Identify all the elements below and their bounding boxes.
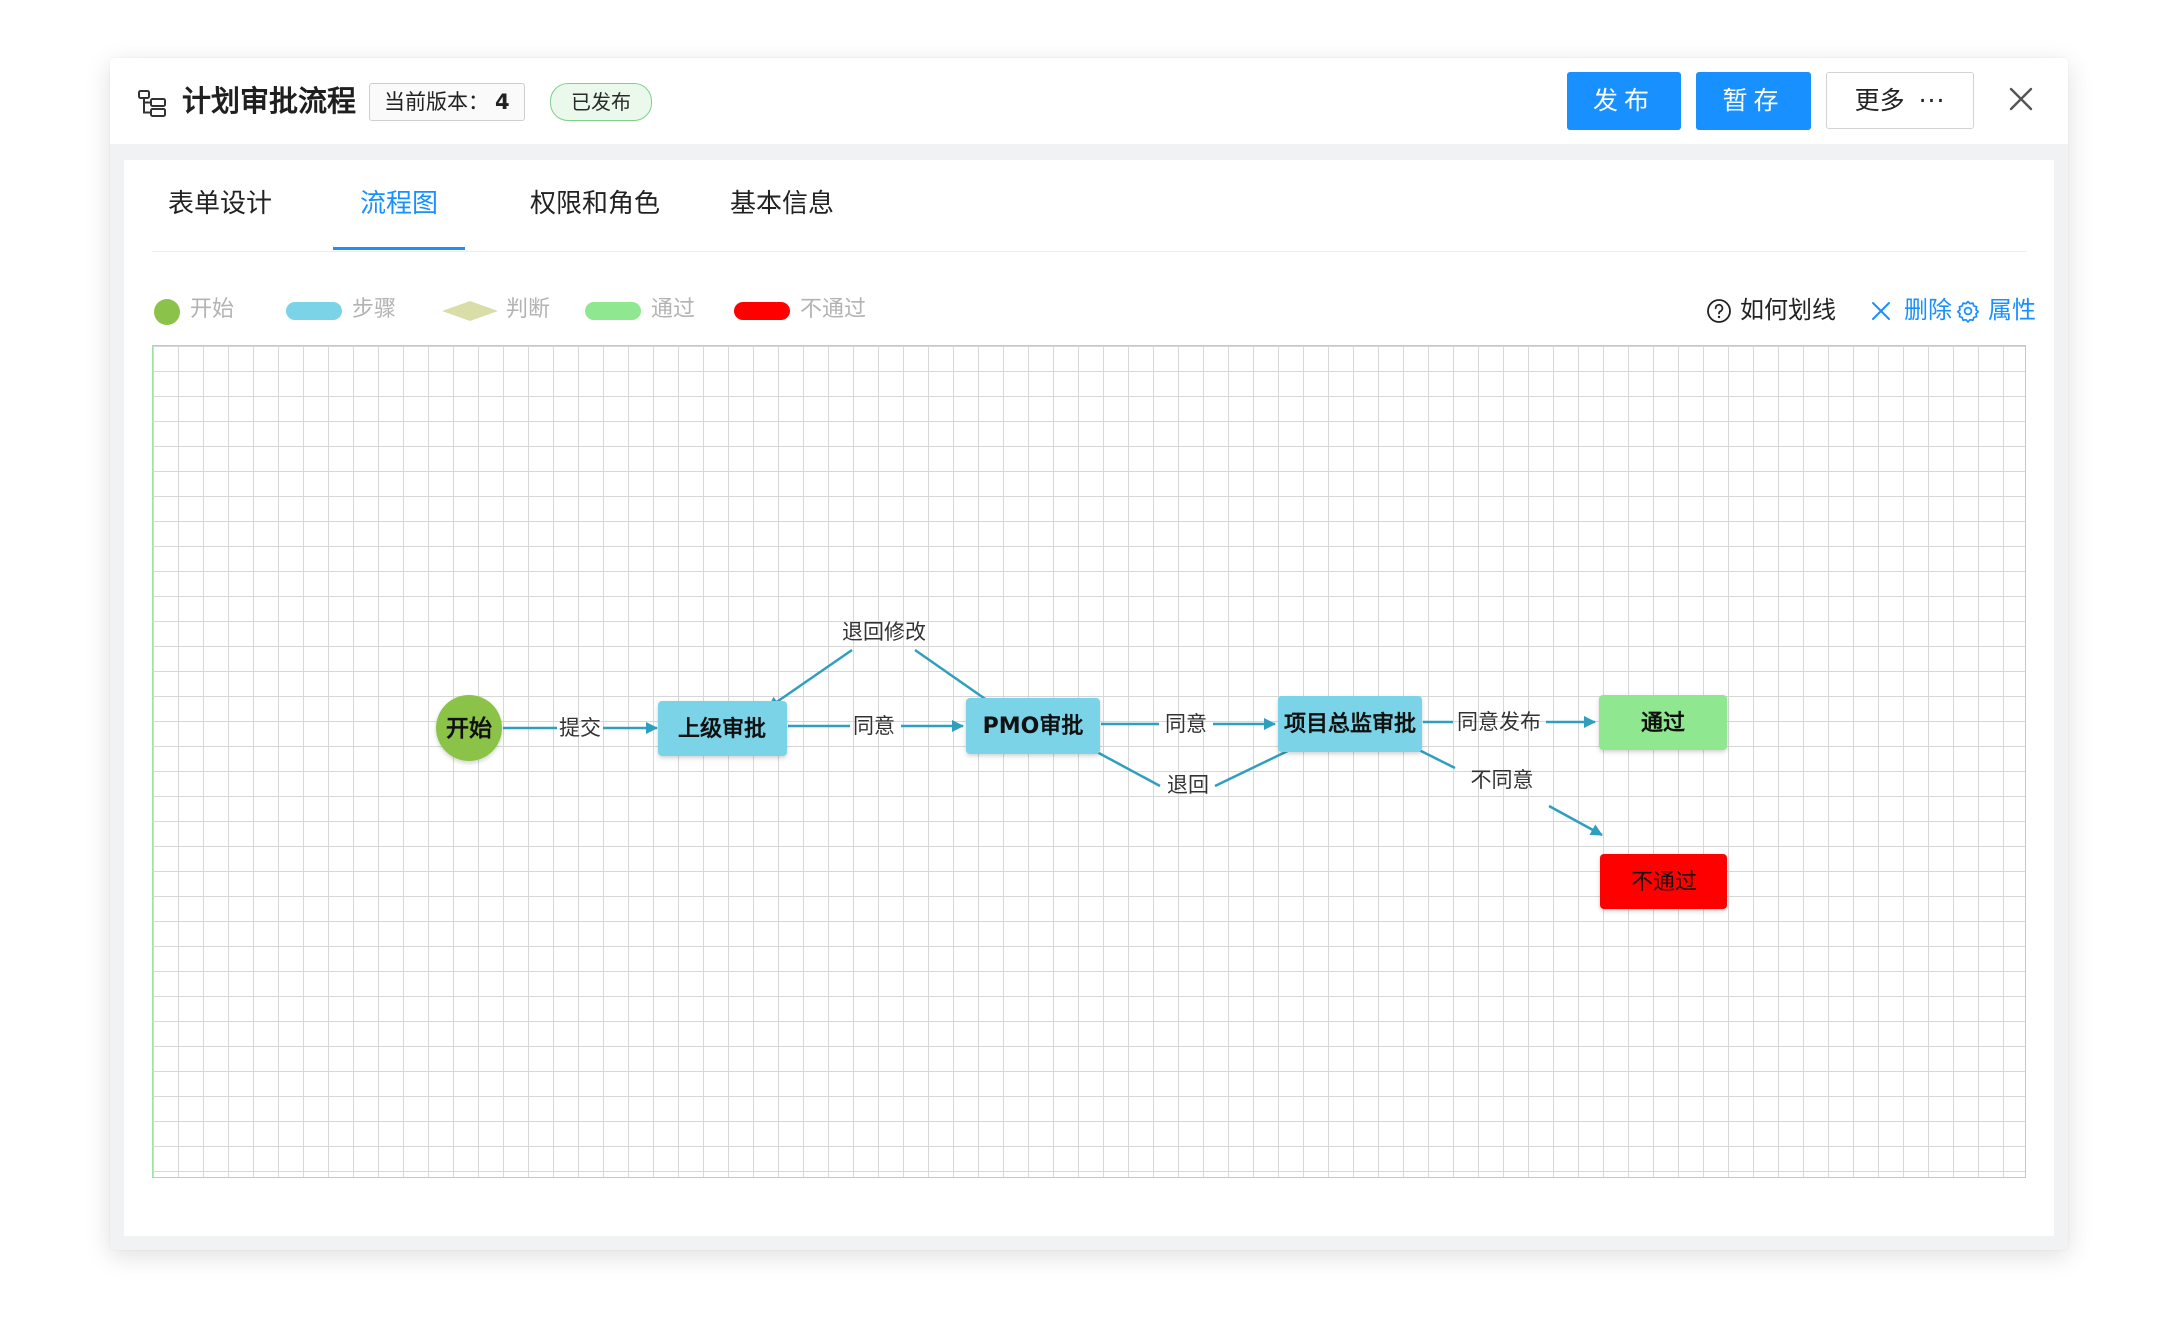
edge-label-agree-1: 同意 bbox=[853, 714, 895, 738]
version-value: 4 bbox=[495, 90, 510, 114]
legend-reject-swatch-icon bbox=[734, 302, 790, 320]
content-panel: 表单设计 流程图 权限和角色 基本信息 开始 步骤 bbox=[124, 160, 2054, 1236]
node-director-approval-label: 项目总监审批 bbox=[1284, 711, 1416, 737]
flow-icon bbox=[138, 90, 166, 117]
save-draft-button[interactable]: 暂存 bbox=[1696, 72, 1811, 130]
legend-step-swatch-icon bbox=[286, 302, 342, 320]
gear-icon bbox=[1956, 300, 1980, 323]
node-superior-approval[interactable]: 上级审批 bbox=[658, 701, 787, 756]
flow-diagram: 提交 同意 退回修改 同意 bbox=[436, 620, 1727, 909]
header-bar: 计划审批流程 当前版本：4 已发布 发布 暂存 更多 ··· bbox=[110, 58, 2068, 144]
node-reject[interactable]: 不通过 bbox=[1600, 854, 1727, 909]
node-pmo-approval[interactable]: PMO审批 bbox=[966, 698, 1100, 754]
flow-canvas[interactable]: 提交 同意 退回修改 同意 bbox=[152, 345, 2026, 1178]
page-title: 计划审批流程 bbox=[182, 84, 357, 118]
version-label: 当前版本： bbox=[384, 90, 489, 114]
legend-reject-label: 不通过 bbox=[800, 297, 867, 322]
tab-bar: 表单设计 流程图 权限和角色 基本信息 bbox=[152, 160, 2026, 252]
close-icon[interactable] bbox=[2004, 82, 2038, 116]
edge-label-disagree: 不同意 bbox=[1471, 768, 1534, 792]
legend-start-swatch-icon bbox=[154, 299, 180, 325]
tab-basic-info[interactable]: 基本信息 bbox=[729, 189, 834, 219]
how-to-draw-lines-label: 如何划线 bbox=[1740, 296, 1836, 324]
legend-decision-swatch-icon bbox=[442, 301, 498, 321]
flow-editor-window: 计划审批流程 当前版本：4 已发布 发布 暂存 更多 ··· 表单设计 流程图 权… bbox=[110, 58, 2068, 1250]
properties-button[interactable]: 属性 bbox=[1956, 290, 2036, 330]
how-to-draw-lines-button[interactable]: 如何划线 bbox=[1706, 290, 1846, 330]
tab-flowchart[interactable]: 流程图 bbox=[333, 160, 465, 250]
node-pass-label: 通过 bbox=[1641, 711, 1685, 736]
version-tag: 当前版本：4 bbox=[369, 83, 525, 121]
node-reject-label: 不通过 bbox=[1631, 870, 1697, 895]
node-pmo-approval-label: PMO审批 bbox=[983, 713, 1084, 739]
node-start-label: 开始 bbox=[446, 715, 492, 742]
edge-label-submit: 提交 bbox=[559, 716, 601, 740]
edge-agree-publish[interactable]: 同意发布 bbox=[1423, 710, 1596, 734]
edge-submit[interactable]: 提交 bbox=[503, 716, 658, 740]
delete-button[interactable]: 删除 bbox=[1870, 290, 1962, 330]
node-superior-approval-label: 上级审批 bbox=[678, 716, 766, 742]
node-pass[interactable]: 通过 bbox=[1599, 695, 1727, 750]
edge-label-return: 退回 bbox=[1167, 773, 1209, 797]
legend-decision-label: 判断 bbox=[506, 297, 551, 322]
legend-step: 步骤 bbox=[286, 290, 406, 330]
edge-return-modify[interactable]: 退回修改 bbox=[767, 620, 992, 710]
edge-label-return-modify: 退回修改 bbox=[842, 620, 926, 644]
more-dots-icon: ··· bbox=[1918, 86, 1946, 115]
legend-pass-swatch-icon bbox=[585, 302, 641, 320]
legend-decision: 判断 bbox=[442, 290, 562, 330]
edge-agree-1[interactable]: 同意 bbox=[788, 714, 964, 738]
node-start[interactable]: 开始 bbox=[436, 695, 502, 761]
delete-label: 删除 bbox=[1904, 296, 1952, 324]
help-icon bbox=[1707, 299, 1731, 323]
node-director-approval[interactable]: 项目总监审批 bbox=[1278, 696, 1422, 752]
edge-disagree[interactable]: 不同意 bbox=[1404, 741, 1603, 837]
legend-start-label: 开始 bbox=[190, 297, 235, 322]
status-badge: 已发布 bbox=[550, 83, 652, 121]
properties-label: 属性 bbox=[1988, 296, 2036, 324]
edge-label-agree-publish: 同意发布 bbox=[1457, 710, 1541, 734]
legend-step-label: 步骤 bbox=[352, 297, 397, 322]
legend-pass-label: 通过 bbox=[651, 297, 696, 322]
edge-return[interactable]: 退回 bbox=[1081, 742, 1299, 797]
legend-reject: 不通过 bbox=[734, 290, 884, 330]
delete-x-icon bbox=[1872, 302, 1890, 320]
edge-label-agree-2: 同意 bbox=[1165, 712, 1207, 736]
tab-permissions-roles[interactable]: 权限和角色 bbox=[529, 189, 660, 219]
legend-start: 开始 bbox=[152, 290, 252, 330]
more-label: 更多 bbox=[1854, 86, 1905, 115]
more-button[interactable]: 更多 ··· bbox=[1826, 72, 1974, 129]
legend-pass: 通过 bbox=[585, 290, 705, 330]
legend-toolbar-row: 开始 步骤 判断 通过 bbox=[152, 290, 2036, 330]
edge-agree-2[interactable]: 同意 bbox=[1101, 712, 1276, 736]
tab-form-design[interactable]: 表单设计 bbox=[167, 189, 272, 219]
publish-button[interactable]: 发布 bbox=[1567, 72, 1681, 130]
